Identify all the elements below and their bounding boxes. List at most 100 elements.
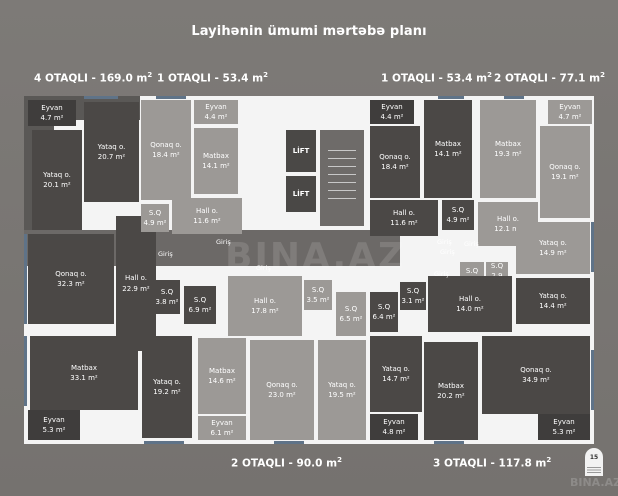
room-hall-17-8: Hall o. 17.8 m²	[228, 276, 302, 336]
room-qonaq-18-4-right: Qonaq o.18.4 m²	[370, 126, 420, 198]
window	[591, 222, 594, 272]
room-name: Yataq o.	[539, 238, 567, 247]
room-name: S.Q	[465, 266, 479, 275]
room-area: 3.8 m²	[155, 298, 179, 306]
entrance-label: Giriş	[437, 238, 452, 246]
room-name: Qonaq o.	[266, 380, 298, 389]
room-area: 33.1 m²	[70, 374, 98, 382]
entrance-label: Giriş	[434, 270, 449, 278]
room-name: Qonaq o.	[379, 152, 411, 161]
room-name: Qonaq o.	[55, 269, 87, 278]
room-name: Eyvan	[43, 415, 65, 424]
room-area: 18.4 m²	[152, 151, 180, 159]
room-area: 4.7 m²	[40, 114, 64, 122]
room-name: S.Q	[490, 261, 504, 270]
room-name: Matbax	[209, 366, 235, 375]
room-area: 6.1 m²	[210, 429, 234, 437]
room-area: 14.7 m²	[382, 375, 410, 383]
floor-number-badge: 15	[585, 448, 603, 476]
room-area: 14.0 m²	[456, 305, 484, 313]
room-yataq-14-7: Yataq o.14.7 m²	[370, 336, 422, 412]
room-name: Matbax	[71, 363, 97, 372]
room-area: 4.7 m²	[558, 113, 582, 121]
room-area: 17.8 m²	[251, 307, 279, 315]
floor-number: 15	[589, 454, 599, 461]
room-area: 23.0 m²	[268, 391, 296, 399]
window	[84, 96, 118, 99]
room-name: Hall o.	[253, 296, 277, 305]
unit-label-text: 2 OTAQLI - 90.0 m	[231, 457, 338, 470]
room-name: S.Q	[377, 302, 391, 311]
room-yataq-20-7: Yataq o.20.7 m²	[84, 102, 139, 202]
entrance-label: Giriş	[464, 240, 479, 248]
room-matbax-33-1: Matbax 33.1 m²	[30, 336, 138, 410]
unit-label-1-otaqli-left: 1 OTAQLI - 53.4 m2	[157, 71, 268, 85]
room-yataq-14-9: Yataq o.14.9 m²	[516, 222, 590, 274]
window	[156, 96, 186, 99]
room-area: 14.1 m²	[434, 150, 462, 158]
room-area: 14.4 m²	[539, 302, 567, 310]
room-area: 6.9 m²	[188, 306, 212, 314]
room-area: 4.9 m²	[143, 219, 167, 227]
stair-step	[328, 182, 356, 183]
unit-label-3-otaqli: 3 OTAQLI - 117.8 m2	[433, 456, 551, 470]
unit-label-sup: 2	[263, 71, 268, 79]
room-eyvan-5-3-left: Eyvan 5.3 m²	[28, 410, 80, 440]
room-area: 32.3 m²	[57, 280, 85, 288]
room-area: 11.6 m²	[390, 219, 418, 227]
room-area: 12.1 m²	[494, 225, 522, 233]
room-area: 34.9 m²	[522, 376, 550, 384]
room-area: 4.8 m²	[382, 428, 406, 436]
unit-label-sup: 2	[600, 71, 605, 79]
lift-1: LİFT	[286, 130, 316, 172]
room-name: Eyvan	[205, 102, 227, 111]
stairs-icon	[587, 467, 601, 474]
room-area: 5.3 m²	[552, 428, 576, 436]
unit-label-2-otaqli-top: 2 OTAQLI - 77.1 m2	[494, 71, 605, 85]
window	[274, 441, 304, 444]
room-eyvan-4otaqli-top: Eyvan 4.7 m²	[28, 100, 76, 126]
room-area: 20.2 m²	[437, 392, 465, 400]
room-name: Eyvan	[41, 103, 63, 112]
room-name: Yataq o.	[539, 291, 567, 300]
unit-label-sup: 2	[337, 456, 342, 464]
room-yataq-19-5: Yataq o.19.5 m²	[318, 340, 366, 440]
room-qonaq-32-3: Qonaq o. 32.3 m²	[28, 234, 114, 324]
room-name: Matbax	[495, 139, 521, 148]
room-area: 5.3 m²	[42, 426, 66, 434]
room-hall-14-0: Hall o.14.0 m²	[428, 276, 512, 332]
room-qonaq-34-9: Qonaq o.34.9 m²	[482, 336, 590, 414]
stair-step	[328, 190, 356, 191]
room-name: Qonaq o.	[549, 162, 581, 171]
unit-label-sup: 2	[487, 71, 492, 79]
room-area: 19.1 m²	[551, 173, 579, 181]
room-name: Yataq o.	[97, 142, 126, 151]
room-area: 6.5 m²	[339, 315, 363, 323]
lift-2: LİFT	[286, 176, 316, 212]
room-area: 6.4 m²	[372, 313, 396, 321]
room-area: 11.6 m²	[193, 217, 221, 225]
room-name: Yataq o.	[43, 170, 71, 179]
stair-step	[328, 174, 356, 175]
room-name: Yataq o.	[153, 377, 181, 386]
window	[24, 336, 27, 406]
entrance-label: Giriş	[216, 238, 231, 246]
unit-label-sup: 2	[147, 71, 153, 79]
stair-step	[328, 198, 356, 199]
room-area: 19.3 m²	[494, 150, 522, 158]
lift-label: LİFT	[292, 146, 310, 155]
entrance-label: Giriş	[440, 248, 455, 256]
staircase	[320, 130, 364, 226]
room-name: Eyvan	[383, 417, 405, 426]
unit-label-text: 1 OTAQLI - 53.4 m	[381, 72, 488, 85]
